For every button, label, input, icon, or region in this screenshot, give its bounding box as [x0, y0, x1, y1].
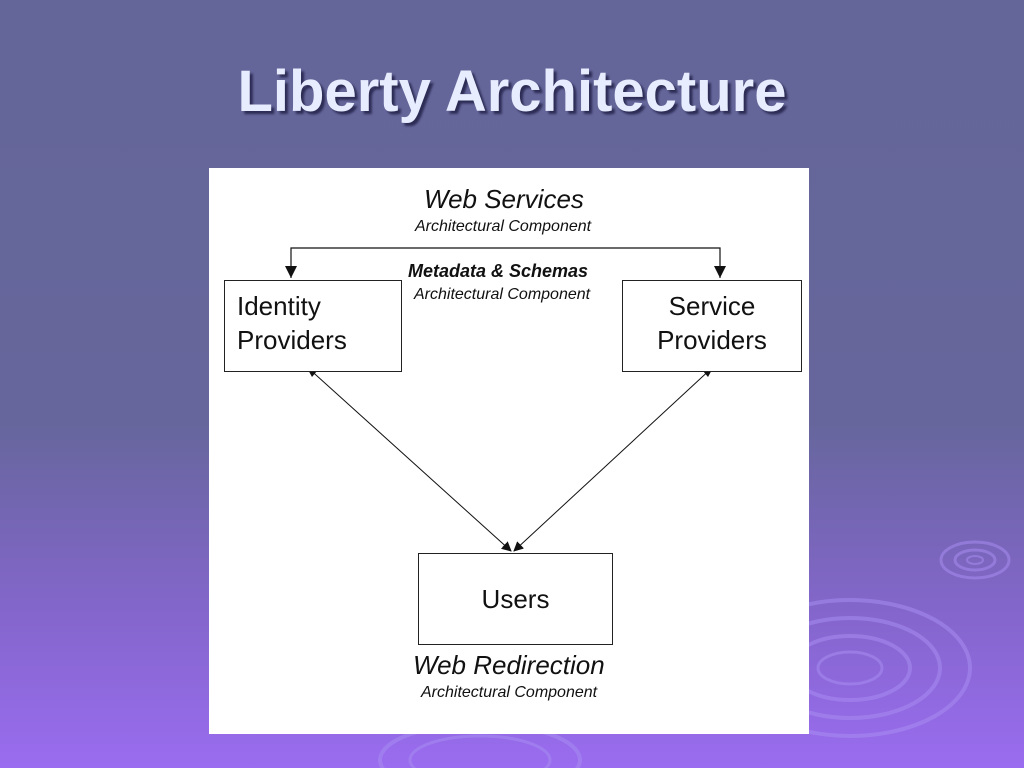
arrowhead-right [714, 266, 726, 278]
arrowhead-left [285, 266, 297, 278]
web-services-connector [290, 247, 721, 278]
web-services-subtitle: Architectural Component [415, 218, 592, 235]
web-redirection-title: Web Redirection [413, 650, 605, 680]
service-providers-line2: Providers [657, 325, 767, 355]
service-providers-box: Service Providers [622, 280, 802, 372]
identity-providers-box: Identity Providers [224, 280, 402, 372]
slide-title: Liberty Architecture [237, 59, 787, 124]
metadata-subtitle: Architectural Component [414, 286, 591, 303]
metadata-title: Metadata & Schemas [408, 261, 589, 281]
sp-users-arrow [513, 365, 715, 552]
service-providers-line1: Service [668, 291, 756, 321]
architecture-diagram: Web Services Architectural Component Met… [209, 168, 809, 734]
web-services-title: Web Services [424, 184, 584, 214]
users-label: Users [481, 584, 550, 614]
web-redirection-subtitle: Architectural Component [421, 684, 598, 701]
users-box: Users [418, 553, 613, 645]
identity-providers-line1: Identity [237, 291, 321, 321]
idp-users-arrow [305, 365, 512, 552]
identity-providers-line2: Providers [237, 325, 347, 355]
